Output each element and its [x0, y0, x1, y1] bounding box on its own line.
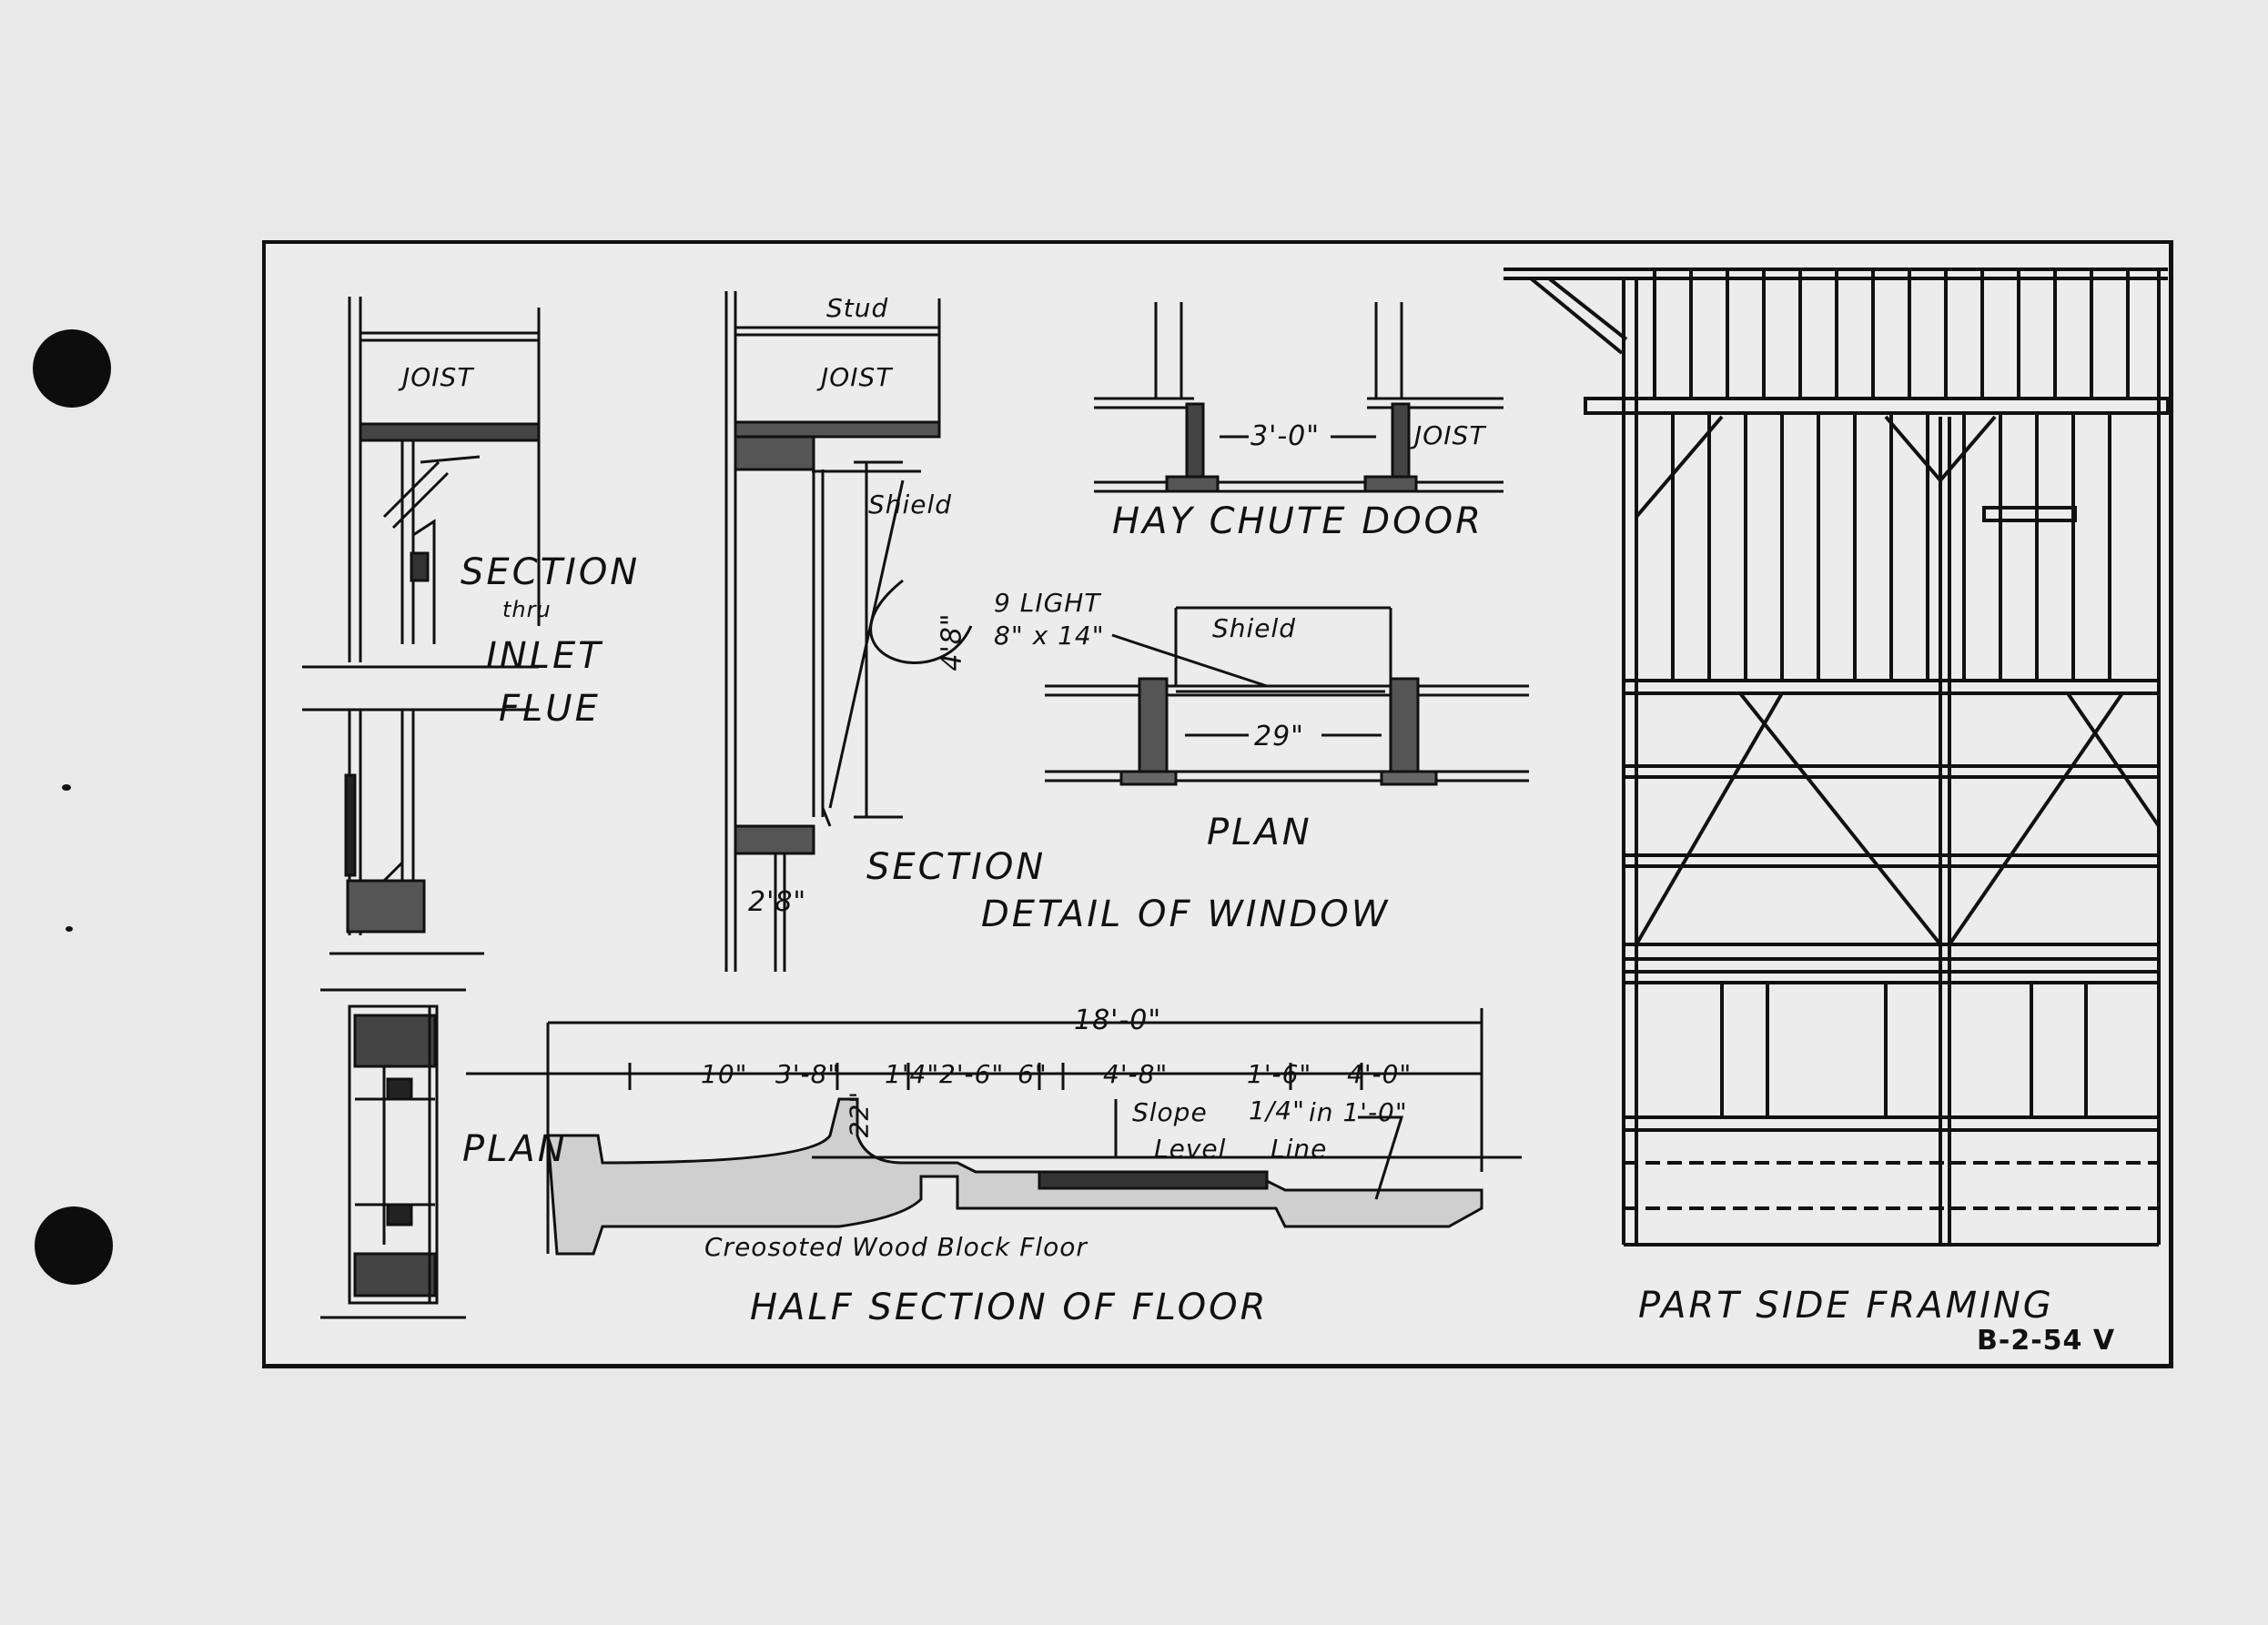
- floor-level-label: Level: [1154, 1134, 1227, 1164]
- punch-hole-top: [33, 329, 111, 408]
- hay-chute-joist-label: JOIST: [1414, 420, 1486, 450]
- inlet-title-line4: FLUE: [499, 688, 601, 730]
- speck: [62, 784, 71, 791]
- inlet-thru-label: thru: [502, 597, 552, 622]
- floor-dim-3: 1'4": [885, 1059, 940, 1089]
- window-light-label-2: 8" x 14": [994, 621, 1105, 651]
- floor-overall-dim: 18'-0": [1074, 1004, 1162, 1036]
- floor-dim-5: 6": [1018, 1059, 1048, 1089]
- hay-chute-title: HAY CHUTE DOOR: [1112, 500, 1483, 542]
- window-plan-title: PLAN: [1207, 812, 1312, 853]
- floor-line-label: Line: [1271, 1134, 1328, 1164]
- inlet-section-title: SECTION: [461, 551, 641, 593]
- window-detail-title: DETAIL OF WINDOW: [981, 893, 1391, 935]
- hay-chute-width-dim: 3'-0": [1250, 420, 1321, 452]
- speck: [66, 926, 73, 932]
- window-sill-dim: 2'8": [748, 886, 807, 918]
- floor-dim-1: 10": [701, 1059, 748, 1089]
- floor-dim-7: 1'-6": [1247, 1059, 1312, 1089]
- drawing-linework: [302, 267, 2170, 1319]
- floor-section: [466, 1008, 1522, 1256]
- window-section: [724, 291, 973, 972]
- sheet-number: B-2-54 V: [1977, 1325, 2116, 1357]
- window-stud-label: Stud: [826, 293, 889, 323]
- inlet-plan-title: PLAN: [462, 1128, 568, 1170]
- window-plan-shield-label: Shield: [1212, 613, 1297, 643]
- framing-title: PART SIDE FRAMING: [1638, 1285, 2054, 1327]
- floor-dim-6: 4'-8": [1103, 1059, 1169, 1089]
- drawing-sheet: JOIST SECTION thru INLET FLUE PLAN Stud …: [262, 240, 2173, 1368]
- punch-hole-bottom: [35, 1206, 113, 1285]
- inlet-flue-section: [302, 297, 541, 1319]
- floor-dim-4: 2'-6": [939, 1059, 1005, 1089]
- floor-depth-dim: 22": [844, 1090, 875, 1138]
- floor-slope-per: in 1'-0": [1309, 1097, 1408, 1127]
- window-height-dim: 4'8": [936, 612, 968, 671]
- window-light-label-1: 9 LIGHT: [994, 588, 1101, 618]
- floor-slope-label: Slope: [1132, 1097, 1208, 1127]
- floor-block-label: Creosoted Wood Block Floor: [704, 1232, 1088, 1262]
- window-plan: [1045, 606, 1529, 786]
- hay-chute-door: [1094, 302, 1504, 493]
- floor-dim-8: 4'-0": [1347, 1059, 1412, 1089]
- floor-title: HALF SECTION OF FLOOR: [750, 1287, 1269, 1328]
- window-plan-width-dim: 29": [1254, 721, 1304, 752]
- floor-dim-2: 3'-8": [775, 1059, 841, 1089]
- window-section-title: SECTION: [866, 846, 1047, 888]
- inlet-joist-label: JOIST: [402, 362, 474, 392]
- part-side-framing: [1504, 267, 2170, 1247]
- window-joist-label: JOIST: [821, 362, 893, 392]
- floor-slope-ratio: 1/4": [1249, 1095, 1305, 1125]
- inlet-title-line3: INLET: [486, 635, 603, 677]
- window-shield-label: Shield: [868, 490, 953, 520]
